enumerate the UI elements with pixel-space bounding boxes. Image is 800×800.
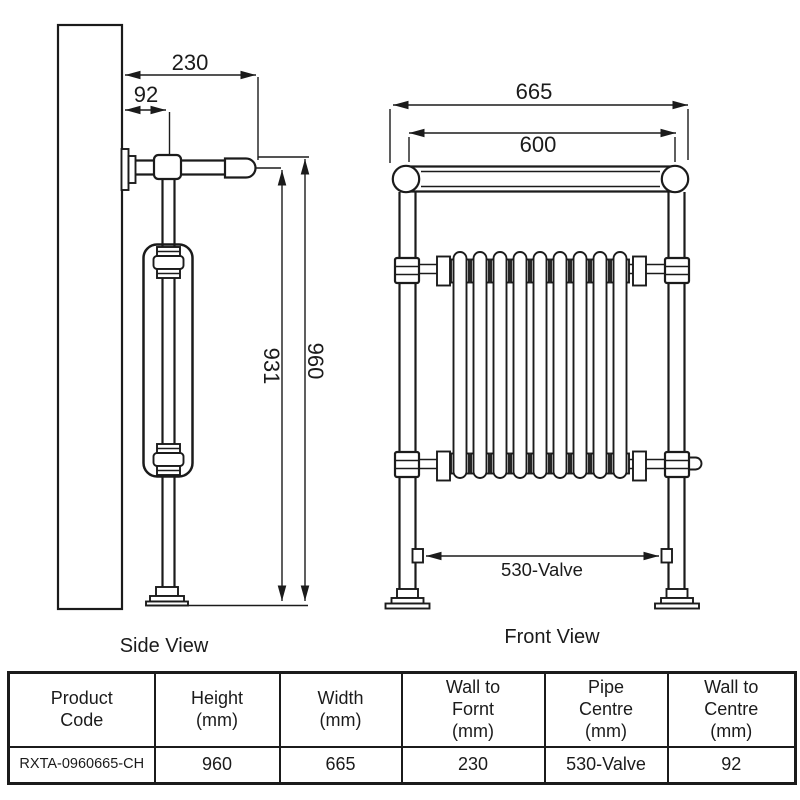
cell-product-code: RXTA-0960665-CH: [7, 745, 156, 785]
spec-data-row: RXTA-0960665-CH 960 665 230 530-Valve 92: [7, 745, 797, 785]
elbow-joint: [152, 153, 183, 181]
side-view: 230 92 931 960: [56, 23, 328, 657]
cell-width: 665: [278, 745, 403, 785]
radiator-column: [612, 251, 628, 479]
cell-wall-to-centre: 92: [666, 745, 797, 785]
dim-92-label: 92: [134, 82, 158, 107]
wall-bracket-arm: [120, 148, 257, 191]
top-header: [419, 255, 665, 287]
front-view: 665 600: [384, 79, 703, 648]
radiator-column: [572, 251, 588, 479]
spec-header-row: Product Code Height (mm) Width (mm) Wall…: [7, 671, 797, 748]
side-top-union: [152, 246, 185, 279]
post-unions: [393, 256, 691, 479]
col-header-width: Width (mm): [278, 671, 403, 748]
spec-table: Product Code Height (mm) Width (mm) Wall…: [7, 671, 797, 785]
wall-flange: [120, 148, 130, 191]
radiator-columns: [452, 251, 628, 479]
col-header-height: Height (mm): [153, 671, 281, 748]
cell-height: 960: [153, 745, 281, 785]
valve-point-left: [411, 548, 424, 564]
wall-flange-collar: [127, 155, 137, 184]
cell-pipe-centre: 530-Valve: [543, 745, 669, 785]
dim-931-label: 931: [259, 348, 284, 385]
dim-960-label: 960: [303, 343, 328, 380]
side-view-title: Side View: [120, 635, 209, 657]
radiator-column: [472, 251, 488, 479]
radiator-column: [592, 251, 608, 479]
bottom-header: [419, 450, 703, 482]
dim-600-label: 600: [520, 132, 557, 157]
dim-heights: 931 960: [255, 156, 328, 601]
col-header-pipe-centre: Pipe Centre (mm): [543, 671, 669, 748]
col-header-wall-to-front: Wall to Fornt (mm): [400, 671, 546, 748]
brick-wall-bg: [58, 25, 122, 609]
radiator-column: [512, 251, 528, 479]
front-feet: [384, 588, 700, 610]
col-header-wall-to-centre: Wall to Centre (mm): [666, 671, 797, 748]
drawing-svg: 230 92 931 960: [56, 23, 703, 657]
dim-530-label: 530-Valve: [501, 559, 583, 580]
bar-ball-joint-left: [391, 164, 421, 194]
valve-point-right: [660, 548, 673, 564]
side-foot: [145, 586, 308, 607]
towel-bar: [391, 164, 690, 194]
radiator-column: [552, 251, 568, 479]
dim-overall-width: 665: [389, 79, 689, 163]
valve-spout: [688, 456, 703, 471]
radiator-column: [452, 251, 468, 479]
towel-bar-end: [223, 157, 257, 179]
dim-230-label: 230: [172, 50, 209, 75]
dim-wall-to-centre: 92: [125, 82, 171, 154]
cell-wall-to-front: 230: [400, 745, 546, 785]
brick-wall: [56, 23, 124, 611]
dim-665-label: 665: [516, 79, 553, 104]
dim-wall-to-front: 230: [125, 50, 259, 160]
front-view-title: Front View: [504, 626, 600, 648]
dim-valve-centres: 530-Valve: [411, 548, 673, 580]
col-header-product-code: Product Code: [7, 671, 156, 748]
radiator-column: [492, 251, 508, 479]
radiator-column: [532, 251, 548, 479]
dim-rail-centres: 600: [408, 128, 676, 162]
side-bottom-union: [152, 443, 185, 476]
radiator-side-profile: [142, 243, 194, 478]
bar-ball-joint-right: [660, 164, 690, 194]
